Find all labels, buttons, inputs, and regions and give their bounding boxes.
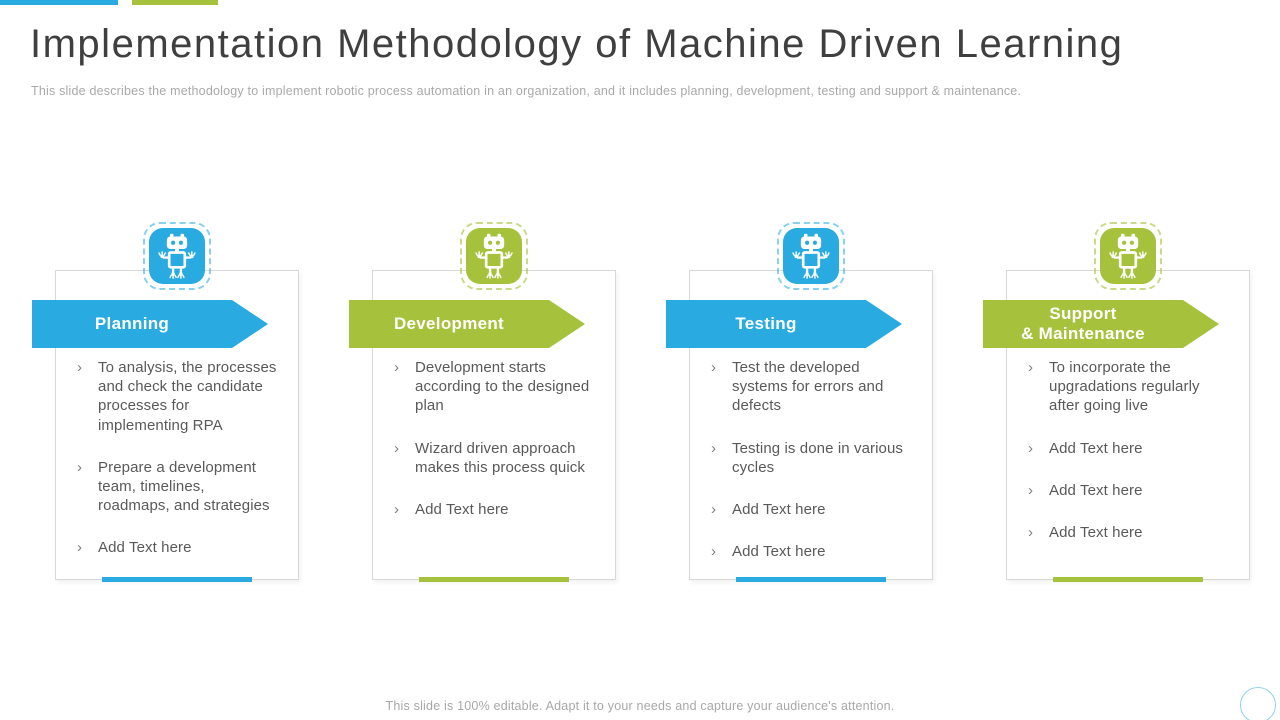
robot-icon-wrap (1094, 222, 1162, 290)
dashed-outline (777, 222, 845, 290)
bullet-item: › Add Text here (394, 500, 599, 519)
robot-icon (149, 228, 205, 284)
bullet-text: Add Text here (98, 539, 192, 557)
card-accent-bar (1053, 577, 1203, 582)
chevron-bullet-icon: › (1028, 523, 1033, 541)
column-testing: Testing › Test the developed systems for … (689, 222, 933, 587)
page-title: Implementation Methodology of Machine Dr… (30, 22, 1124, 66)
bullet-text: Add Text here (1049, 481, 1143, 499)
bullet-item: › Add Text here (1028, 439, 1233, 458)
corner-circle-decoration (1240, 687, 1276, 720)
bullet-text: Prepare a development team, timelines, r… (98, 458, 270, 515)
column-planning: Planning › To analysis, the processes and… (55, 222, 299, 587)
chevron-bullet-icon: › (711, 500, 716, 518)
bullet-item: › Add Text here (1028, 481, 1233, 500)
chevron-bullet-icon: › (1028, 481, 1033, 499)
top-accent-bar-blue (0, 0, 118, 5)
bullet-text: Add Text here (732, 543, 826, 561)
bullet-text: Development starts according to the desi… (415, 359, 590, 415)
chevron-bullet-icon: › (711, 543, 716, 561)
bullet-item: › Development starts according to the des… (394, 358, 599, 416)
chevron-bullet-icon: › (394, 359, 399, 376)
bullet-text: To analysis, the processes and check the… (98, 359, 277, 434)
chevron-bullet-icon: › (1028, 359, 1033, 376)
column-header-label: Planning (94, 313, 170, 333)
dashed-outline (460, 222, 528, 290)
chevron-bullet-icon: › (77, 539, 82, 557)
footer-note: This slide is 100% editable. Adapt it to… (385, 699, 895, 713)
top-accent-bar-green (132, 0, 218, 5)
robot-icon (466, 228, 522, 284)
bullet-text: To incorporate the upgradations regularl… (1049, 359, 1200, 415)
chevron-bullet-icon: › (1028, 439, 1033, 457)
column-support: Support & Maintenance › To incorporate th… (1006, 222, 1250, 587)
column-development: Development › Development starts accordin… (372, 222, 616, 587)
card-accent-bar (736, 577, 886, 582)
dashed-outline (143, 222, 211, 290)
bullet-text: Wizard driven approach makes this proces… (415, 439, 585, 476)
bullet-text: Testing is done in various cycles (732, 439, 904, 476)
chevron-bullet-icon: › (711, 359, 716, 376)
bullet-item: › Add Text here (1028, 523, 1233, 542)
chevron-bullet-icon: › (77, 359, 82, 376)
bullet-text: Add Text here (732, 500, 826, 518)
robot-icon (783, 228, 839, 284)
bullet-item: › To analysis, the processes and check th… (77, 358, 282, 435)
column-header-arrow: Support & Maintenance (983, 300, 1219, 348)
chevron-bullet-icon: › (77, 458, 82, 476)
bullet-item: › Add Text here (711, 542, 916, 561)
bullet-item: › Wizard driven approach makes this proce… (394, 439, 599, 477)
robot-icon-wrap (460, 222, 528, 290)
bullet-item: › To incorporate the upgradations regular… (1028, 358, 1233, 416)
column-header-arrow: Testing (666, 300, 902, 348)
chevron-bullet-icon: › (394, 439, 399, 457)
card-accent-bar (102, 577, 252, 582)
bullet-item: › Add Text here (77, 538, 282, 557)
chevron-bullet-icon: › (394, 500, 399, 518)
robot-icon (1100, 228, 1156, 284)
bullet-text: Add Text here (1049, 523, 1143, 541)
column-header-arrow: Development (349, 300, 585, 348)
bullet-list: › Test the developed systems for errors a… (711, 358, 916, 584)
dashed-outline (1094, 222, 1162, 290)
column-header-label: Development (393, 313, 505, 333)
column-header-arrow: Planning (32, 300, 268, 348)
bullet-list: › To analysis, the processes and check th… (77, 358, 282, 581)
page-subtitle: This slide describes the methodology to … (31, 84, 1022, 98)
bullet-text: Test the developed systems for errors an… (732, 359, 884, 415)
bullet-item: › Test the developed systems for errors a… (711, 358, 916, 416)
robot-icon-wrap (777, 222, 845, 290)
chevron-bullet-icon: › (711, 439, 716, 457)
bullet-item: › Add Text here (711, 500, 916, 519)
card-accent-bar (419, 577, 569, 582)
bullet-item: › Testing is done in various cycles (711, 439, 916, 477)
bullet-list: › Development starts according to the des… (394, 358, 599, 542)
bullet-text: Add Text here (415, 500, 509, 518)
bullet-list: › To incorporate the upgradations regular… (1028, 358, 1233, 565)
column-header-label: Support & Maintenance (1021, 303, 1145, 343)
column-header-label: Testing (735, 313, 797, 333)
bullet-item: › Prepare a development team, timelines, … (77, 458, 282, 516)
robot-icon-wrap (143, 222, 211, 290)
bullet-text: Add Text here (1049, 439, 1143, 457)
